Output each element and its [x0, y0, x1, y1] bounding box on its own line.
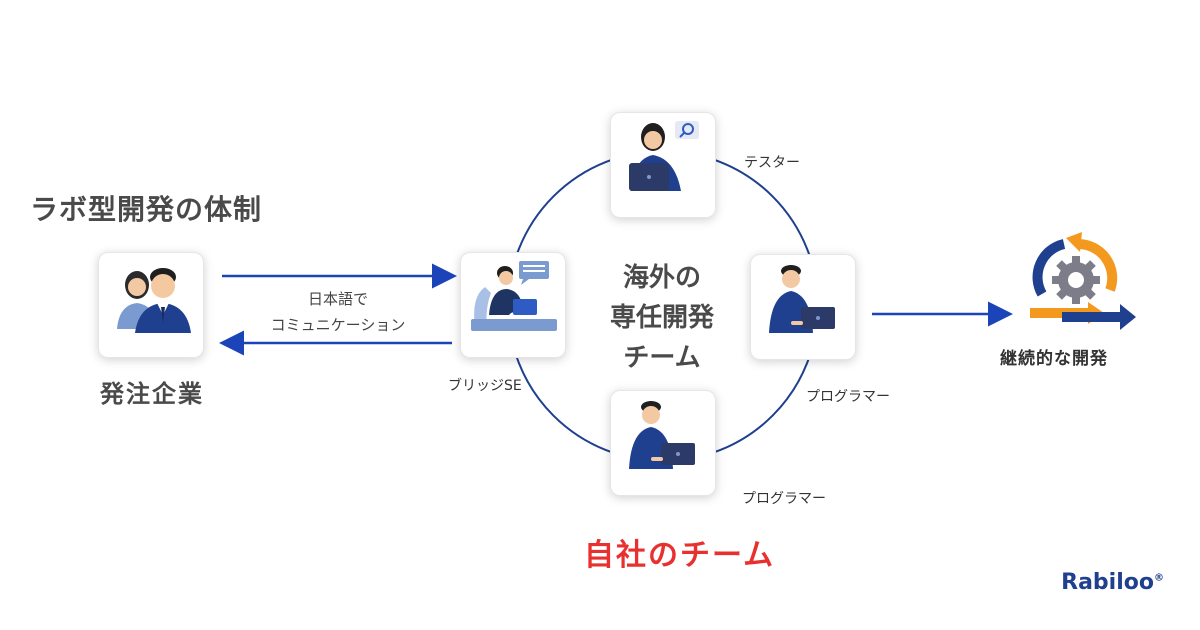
diagram-title: ラボ型開発の体制	[30, 193, 263, 226]
center-line-1: 海外の	[622, 263, 701, 293]
business-people-icon	[117, 268, 191, 333]
bridge-se-icon	[471, 261, 557, 331]
tester-label: テスター	[744, 155, 800, 171]
center-line-2: 専任開発	[609, 303, 714, 333]
logo-text: Rabiloo	[1061, 570, 1154, 595]
rabiloo-logo: Rabiloo®	[1061, 570, 1164, 595]
comm-line-1: 日本語で	[307, 290, 368, 308]
own-team-label: 自社のチーム	[584, 538, 776, 573]
offshore-team-text: 海外の 専任開発 チーム	[588, 258, 736, 378]
programmer-icon	[769, 265, 835, 333]
client-label: 発注企業	[100, 380, 204, 408]
center-line-3: チーム	[623, 343, 701, 373]
comm-line-2: コミュニケーション	[270, 316, 406, 334]
programmer-icon	[629, 401, 695, 469]
logo-registered-mark: ®	[1154, 572, 1164, 584]
continuous-label: 継続的な開発	[1000, 349, 1108, 369]
tester-icon	[629, 121, 699, 191]
continuous-development-icon	[1030, 232, 1136, 330]
gear-icon	[1052, 256, 1100, 304]
bridge-se-label: ブリッジSE	[448, 378, 522, 394]
programmer-right-label: プログラマー	[806, 389, 890, 405]
programmer-right-card	[750, 254, 856, 360]
communication-note: 日本語で コミュニケーション	[240, 286, 436, 338]
bridge-se-card	[460, 252, 566, 358]
tester-card	[610, 112, 716, 218]
programmer-bottom-card	[610, 390, 716, 496]
programmer-bottom-label: プログラマー	[742, 491, 826, 507]
client-card	[98, 252, 204, 358]
